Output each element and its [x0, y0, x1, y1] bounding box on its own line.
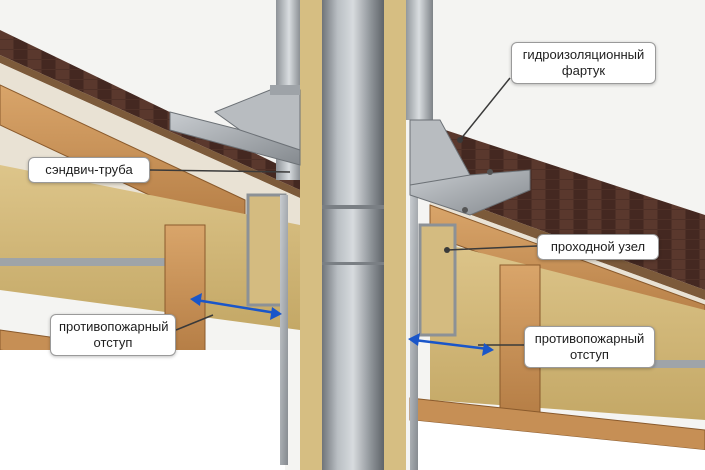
right-gap-arrow-line — [413, 338, 489, 351]
callout-fire-gap-right-line2: отступ — [570, 347, 609, 362]
left-vapour-barrier — [0, 258, 170, 266]
pass-through-leader — [446, 245, 538, 251]
callout-fire-gap-left: противопожарный отступ — [50, 314, 176, 356]
left-pass-through-box — [246, 193, 288, 465]
sandwich-pipe-leader — [149, 169, 291, 173]
callout-sandwich-pipe-text: сэндвич-труба — [45, 162, 133, 177]
callout-apron-line1: гидроизоляционный — [522, 47, 645, 62]
right-box-frame — [418, 223, 457, 337]
fire-gap-left-leader — [175, 314, 214, 331]
right-gap-arrowhead-a — [408, 333, 420, 346]
pipe-insulation-right — [384, 0, 406, 470]
callout-fire-gap-left-line2: отступ — [93, 335, 133, 350]
callout-fire-gap-right-line1: противопожарный — [534, 331, 645, 346]
left-gap-arrow-line — [195, 298, 277, 315]
left-insulation — [0, 165, 300, 330]
callout-waterproof-apron: гидроизоляционный фартук — [511, 42, 656, 84]
left-gap-arrowhead-a — [190, 293, 202, 306]
left-roof-section — [0, 30, 300, 470]
pipe-insulation-left — [300, 0, 322, 470]
sandwich-pipe — [322, 0, 384, 470]
right-casing-top — [405, 0, 433, 120]
left-sheathing — [0, 55, 300, 198]
left-waterproof-apron — [169, 85, 301, 166]
right-pass-through-box — [410, 195, 457, 470]
callout-apron-line2: фартук — [561, 63, 606, 78]
callout-fire-gap-right: противопожарный отступ — [524, 326, 655, 368]
right-gap-arrowhead-b — [482, 343, 494, 356]
leader-lines — [149, 77, 538, 346]
left-shingles — [0, 30, 300, 190]
callout-sandwich-pipe: сэндвич-труба — [28, 157, 150, 183]
callout-pass-through-unit: проходной узел — [537, 234, 659, 260]
callout-pass-through-text: проходной узел — [550, 239, 646, 254]
callout-fire-gap-left-line1: противопожарный — [59, 319, 169, 334]
left-metal-sleeve — [280, 195, 288, 465]
left-gap-arrowhead-b — [270, 307, 282, 320]
fire-gap-arrows — [190, 293, 494, 356]
left-box-frame — [246, 193, 287, 307]
right-metal-sleeve — [410, 195, 418, 470]
apron-leader — [459, 77, 511, 141]
right-waterproof-apron — [409, 119, 531, 216]
